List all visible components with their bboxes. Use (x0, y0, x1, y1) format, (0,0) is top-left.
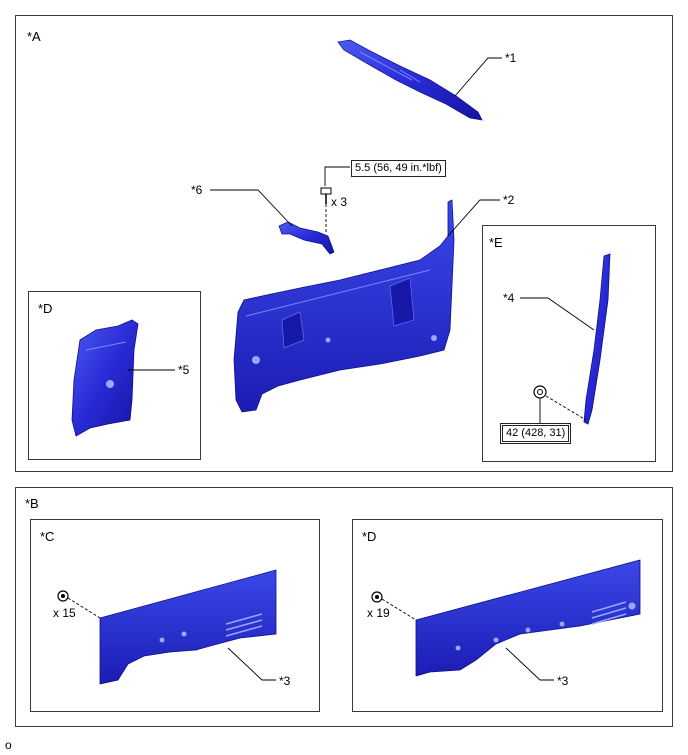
part-6-bracket (278, 221, 335, 255)
torque-spec-bolt: 5.5 (56, 49 in.*lbf) (351, 160, 446, 177)
callout-part-3-left: *3 (279, 674, 291, 688)
panel-b-label: *B (25, 496, 39, 511)
panel-d-inset-label: *D (38, 301, 53, 316)
callout-part-2: *2 (503, 193, 515, 207)
dashed-leaders (67, 204, 587, 621)
bolt-icon (320, 187, 332, 204)
clip-icon (57, 590, 383, 603)
quantity-bolt: x 3 (331, 195, 348, 209)
panel-e-inset-frame (482, 225, 656, 462)
part-2-side-panel (233, 199, 455, 413)
callout-part-1: *1 (505, 51, 517, 65)
callout-part-4: *4 (503, 291, 515, 305)
quantity-clips-right: x 19 (367, 606, 390, 620)
part-3-left-panel (99, 569, 277, 685)
torque-spec-nut: 42 (428, 31) (500, 423, 572, 444)
part-5-pillar (71, 319, 139, 437)
panel-c-label: *C (40, 529, 55, 544)
leader-lines (128, 57, 595, 681)
part-4-brace (583, 253, 611, 425)
callout-part-3-right: *3 (557, 674, 569, 688)
quantity-clips-left: x 15 (53, 606, 76, 620)
callout-part-5: *5 (178, 363, 190, 377)
panel-d-lower-label: *D (362, 529, 377, 544)
panel-a-label: *A (27, 29, 41, 44)
footer-mark: o (5, 738, 12, 752)
panel-e-inset-label: *E (489, 235, 503, 250)
panel-a-frame (15, 15, 673, 472)
part-3-right-panel (415, 559, 641, 677)
callout-part-6: *6 (191, 183, 203, 197)
panel-c-frame (30, 519, 320, 712)
panel-d-inset-frame (28, 291, 201, 460)
panel-b-frame (15, 487, 673, 727)
panel-d-lower-frame (352, 519, 663, 712)
part-1-roof-rail (337, 39, 483, 121)
nut-icon (533, 385, 547, 399)
